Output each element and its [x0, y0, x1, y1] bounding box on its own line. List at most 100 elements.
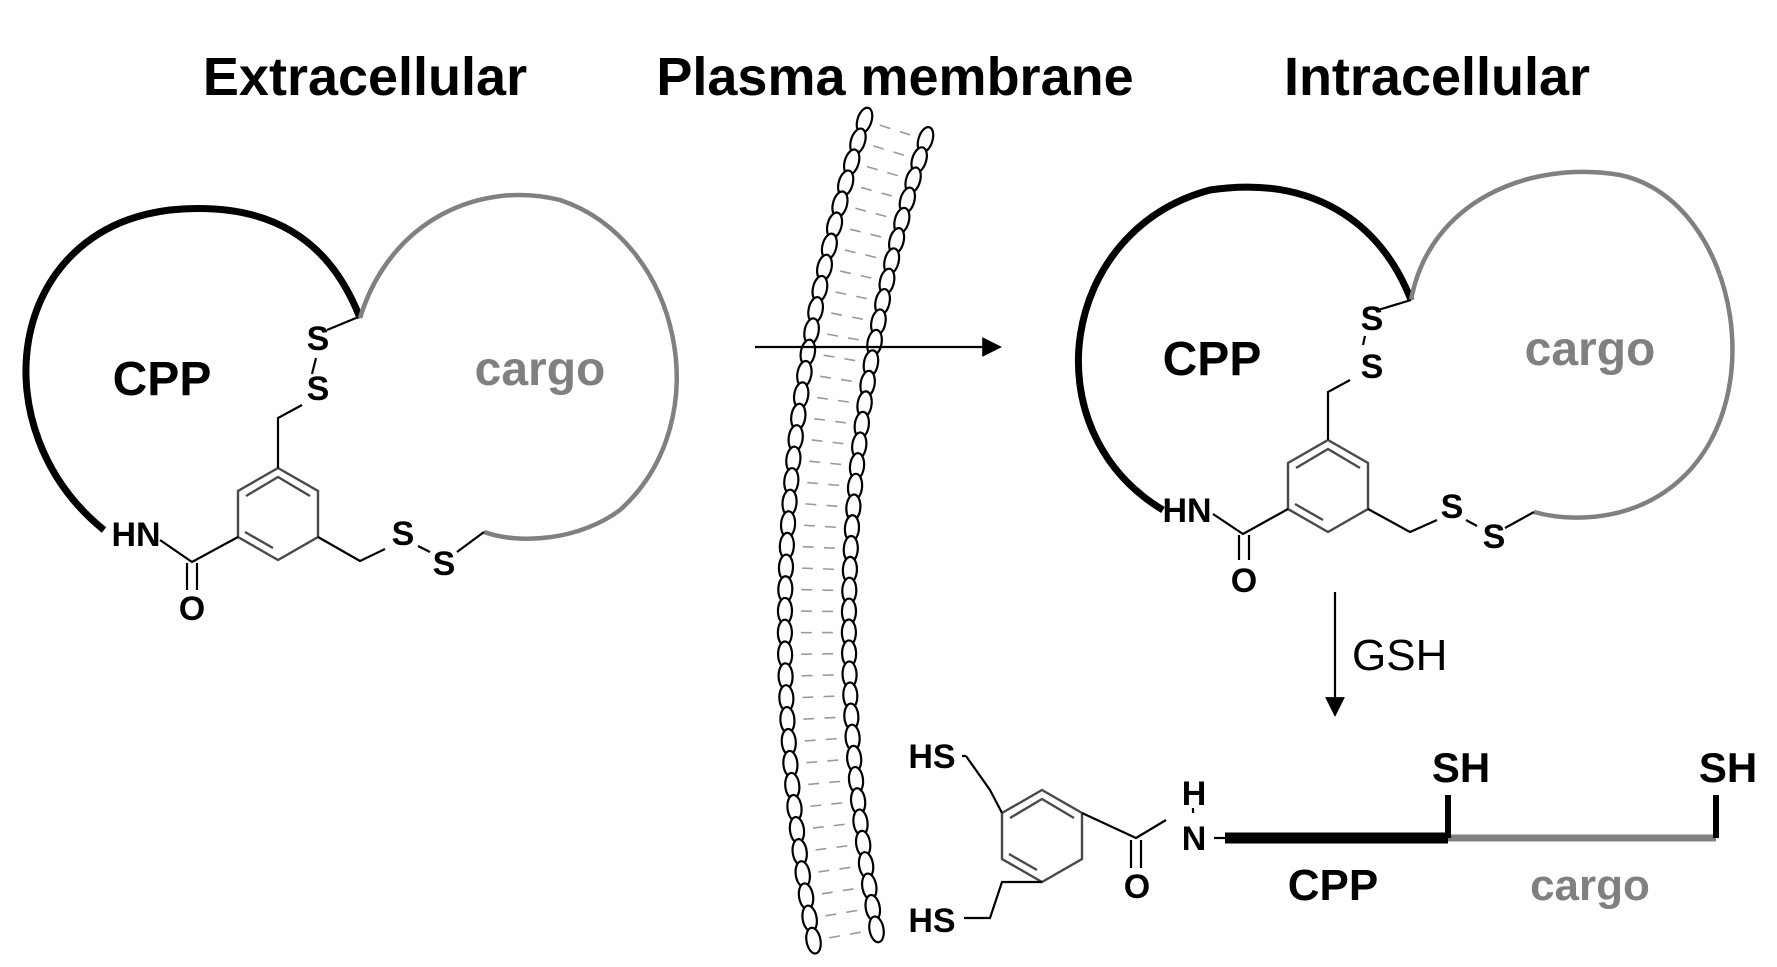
carbonyl-oxygen: O [179, 590, 205, 628]
bicyclic-conjugate-intracellular: S S S S HN O CPP cargo [1074, 169, 1735, 600]
lipid-tail [820, 375, 832, 379]
cargo-label: cargo [1525, 323, 1656, 376]
bicyclic-conjugate-extracellular: S S S S HN O CPP cargo [22, 192, 679, 628]
thiol-hs: HS [908, 902, 955, 940]
lipid-tail [814, 417, 826, 421]
lipid-tail [842, 888, 854, 892]
lipid-tail [811, 439, 823, 442]
cargo-loop [357, 192, 679, 541]
sulfur-atom: S [1441, 488, 1464, 526]
lipid-tail [823, 546, 835, 550]
lipid-head [868, 915, 885, 944]
reduced-linear-product: HS HS O H N SH SH CPP cargo [908, 738, 1757, 940]
lipid-tail [829, 935, 841, 939]
lipid-tail [824, 716, 836, 719]
lipid-tail [851, 316, 863, 321]
lipid-tail [846, 909, 858, 914]
sulfur-atom: S [392, 515, 415, 553]
lipid-tail [816, 396, 828, 400]
lipid-tail [827, 333, 839, 337]
lipid-tail [870, 233, 882, 238]
carbonyl-oxygen: O [1124, 868, 1150, 906]
header-intracellular: Intracellular [1284, 47, 1590, 107]
lipid-tail [835, 291, 847, 296]
lipid-tail [806, 760, 818, 764]
lipid-bilayer [776, 106, 935, 955]
lipid-tail [860, 186, 872, 192]
lipid-head [805, 926, 822, 955]
lipid-tail [821, 891, 833, 895]
thiol-sh: SH [1699, 744, 1757, 791]
cargo-label: cargo [475, 343, 606, 396]
lipid-tail [835, 420, 847, 424]
amide-n: N [1182, 820, 1207, 858]
lipid-tail [825, 913, 837, 917]
lipid-tail [849, 228, 861, 233]
cargo-label: cargo [1530, 861, 1650, 910]
lipid-tail [856, 295, 868, 300]
lipid-tail [881, 192, 893, 197]
thiol-hs: HS [908, 738, 955, 776]
lipid-tail [873, 145, 884, 150]
lipid-tail [847, 337, 859, 341]
sulfur-atom: S [1483, 518, 1506, 556]
sulfur-atom: S [307, 370, 330, 408]
lipid-tail [844, 357, 856, 362]
lipid-tail [808, 782, 820, 786]
header-plasma-membrane: Plasma membrane [656, 47, 1133, 107]
lipid-tail [875, 212, 887, 218]
lipid-tail [804, 739, 816, 742]
lipid-tail [837, 399, 849, 403]
lipid-tail [836, 845, 848, 849]
lipid-tail [823, 354, 835, 358]
lipid-tail [827, 759, 839, 762]
lipid-tail [830, 462, 842, 466]
lipid-tail [831, 312, 843, 316]
thiol-sh: SH [1432, 744, 1490, 791]
lipid-tail [839, 866, 851, 870]
lipid-tail [844, 249, 856, 254]
lipid-tail [866, 165, 878, 171]
lipid-tail [825, 525, 837, 529]
gsh-label: GSH [1352, 631, 1447, 680]
lipid-tail [818, 869, 830, 873]
sulfur-atom: S [1361, 348, 1384, 386]
sulfur-atom: S [433, 545, 456, 583]
lipid-tail [831, 802, 843, 805]
cpp-label: CPP [113, 353, 212, 406]
header-extracellular: Extracellular [203, 47, 527, 107]
lipid-tail [832, 441, 844, 445]
amide-h: H [1182, 775, 1207, 813]
lipid-tail [899, 130, 911, 136]
lipid-tail [855, 207, 867, 212]
lipid-tail [879, 124, 891, 130]
lipid-tail [887, 171, 898, 177]
lipid-tail [860, 274, 872, 279]
lipid-tail [893, 151, 905, 156]
cpp-loop [1074, 183, 1415, 513]
amide-nh: HN [111, 516, 160, 554]
benzene-ring [1286, 438, 1370, 534]
lipid-tail [828, 483, 840, 487]
lipid-tail [805, 503, 817, 506]
lipid-tail [840, 378, 852, 383]
cpp-loop [22, 205, 364, 533]
cargo-loop [1408, 169, 1735, 520]
lipid-tail [826, 504, 838, 508]
lipid-tail [839, 270, 851, 275]
lipid-tail [833, 823, 845, 827]
lipid-tail [809, 460, 821, 464]
lipid-tail [803, 524, 815, 527]
lipid-tail [803, 717, 815, 720]
lipid-tail [807, 481, 819, 485]
lipid-tail [825, 737, 837, 741]
lipid-tail [802, 545, 814, 549]
cpp-label: CPP [1288, 861, 1378, 910]
lipid-tail [810, 804, 822, 808]
lipid-tail [812, 826, 824, 829]
lipid-tail [815, 847, 827, 851]
benzene-ring [1000, 788, 1084, 884]
amide-nh: HN [1162, 492, 1211, 530]
lipid-tail [865, 254, 877, 259]
